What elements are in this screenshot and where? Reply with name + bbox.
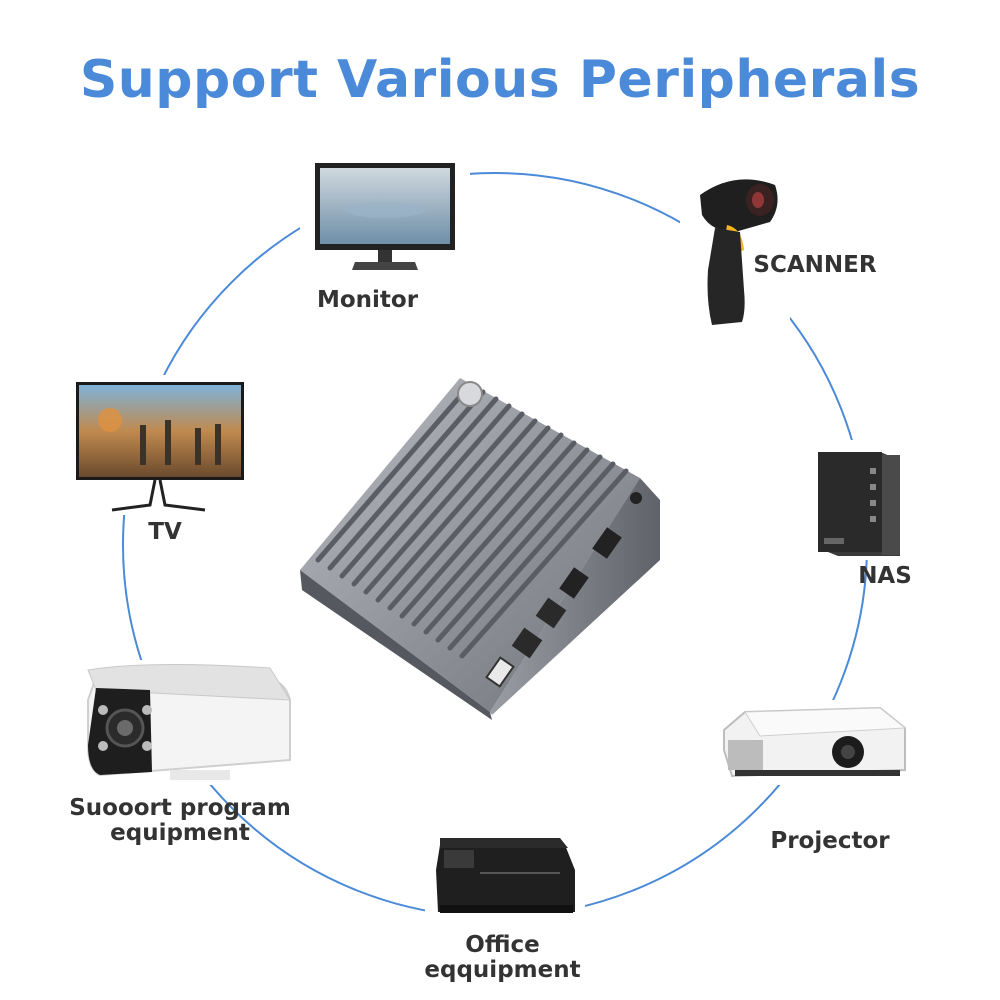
mini-pc-icon	[300, 378, 660, 720]
nas-icon	[810, 440, 910, 560]
peripheral-label-monitor: Monitor	[316, 287, 419, 313]
page-title: Support Various Peripherals	[79, 50, 921, 110]
monitor-icon	[300, 150, 470, 280]
peripheral-label-camera: Suooort program equipment	[69, 795, 291, 846]
barcode-scanner-icon	[680, 170, 790, 335]
peripheral-label-tv: TV	[148, 519, 182, 545]
projector-icon	[720, 700, 910, 785]
tv-icon	[70, 375, 250, 515]
printer-icon	[425, 825, 585, 925]
peripheral-label-nas: NAS	[858, 563, 912, 589]
peripheral-label-printer: Office eqquipment	[424, 932, 581, 983]
peripheral-label-projector: Projector	[770, 828, 890, 854]
security-camera-icon	[80, 660, 300, 785]
peripheral-label-scanner: SCANNER	[753, 252, 877, 278]
